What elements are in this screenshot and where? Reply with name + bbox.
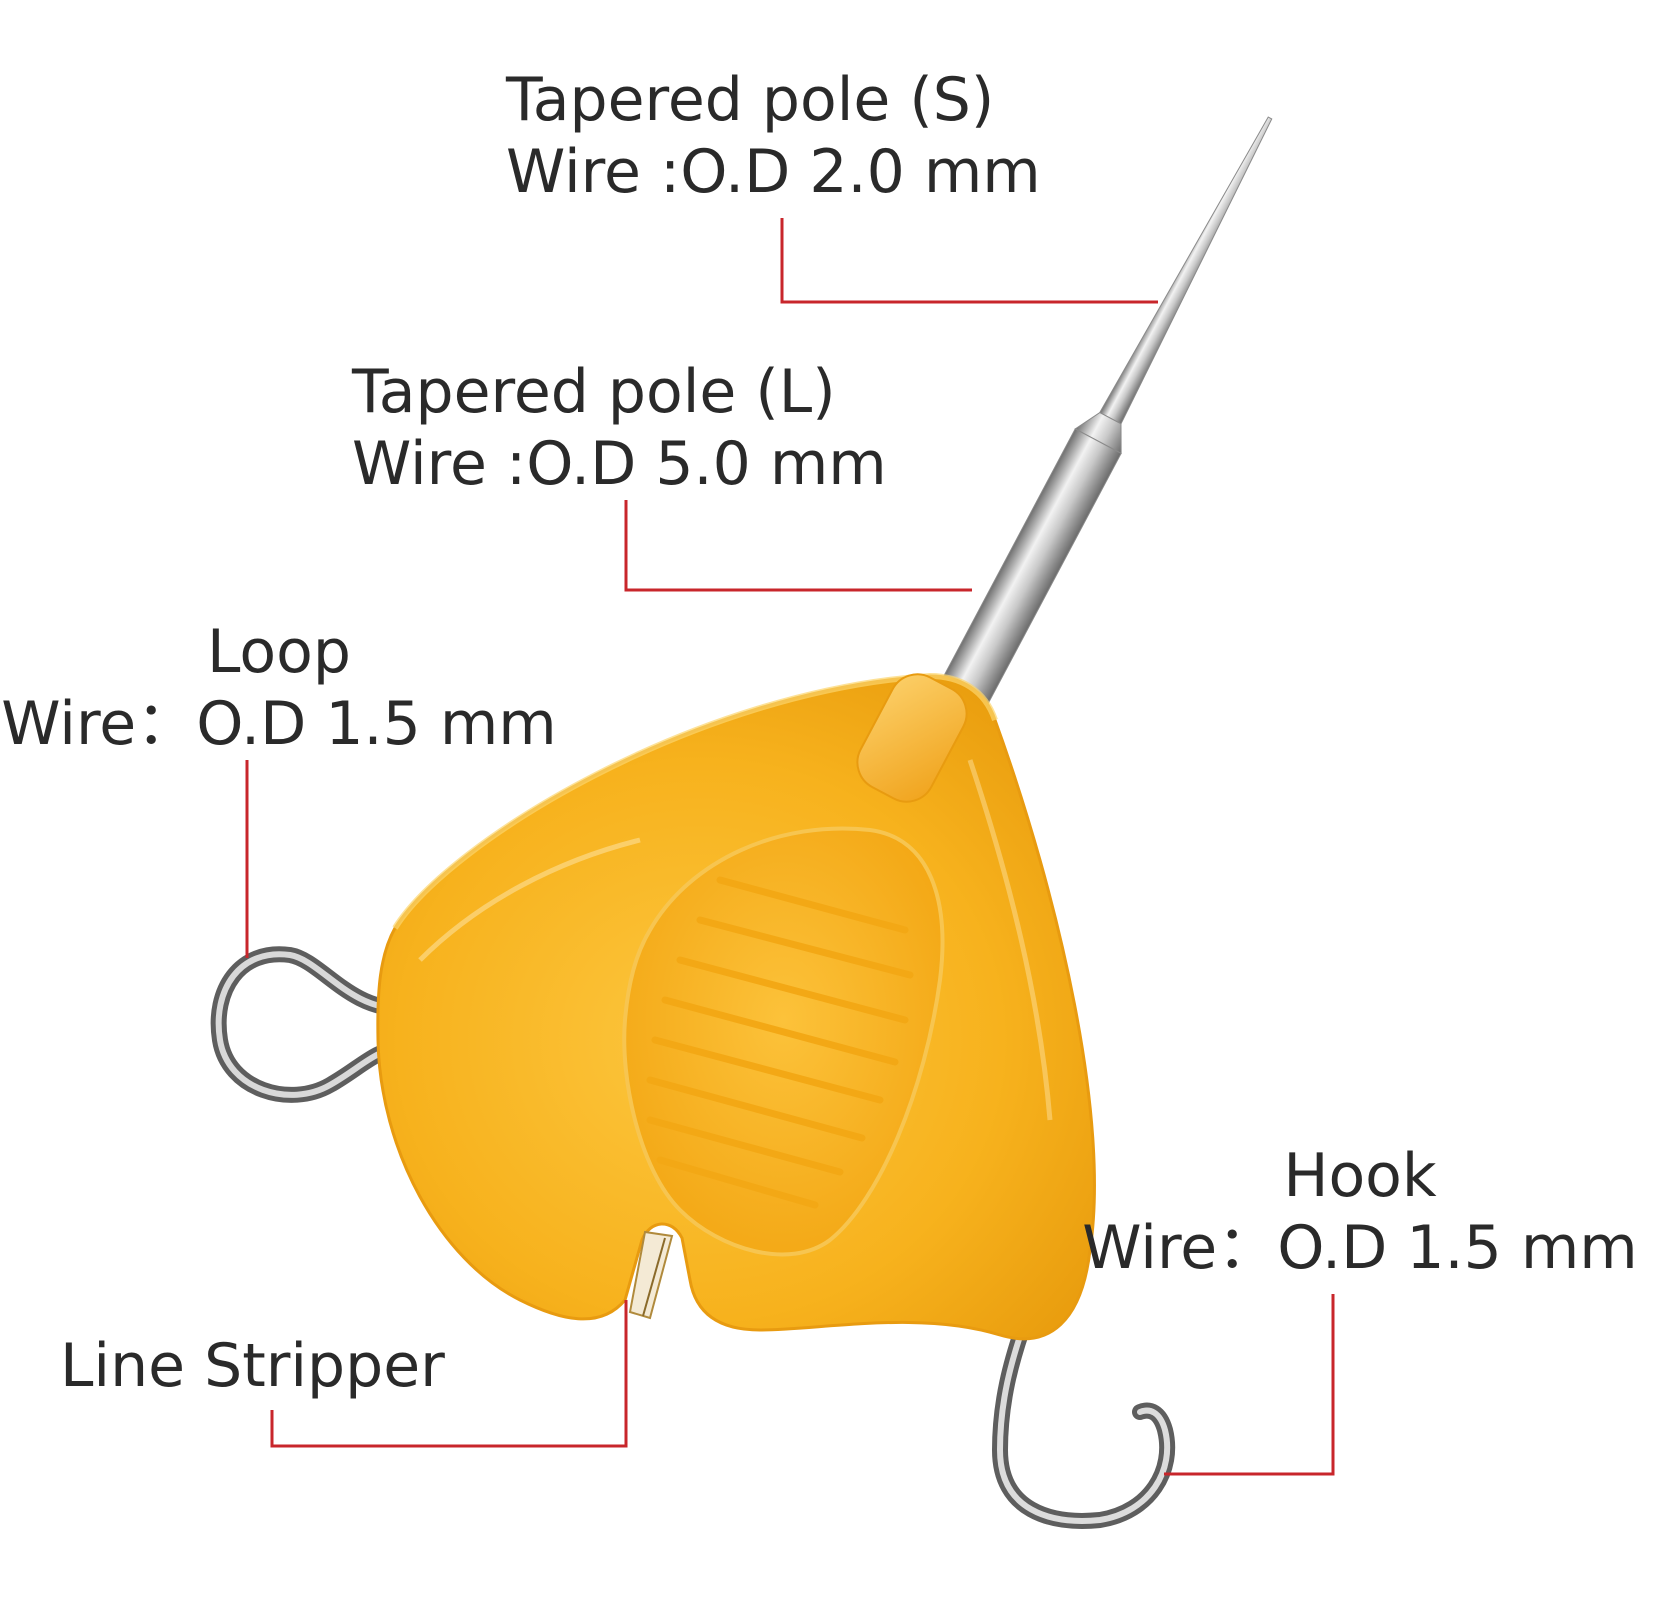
needle <box>933 116 1273 719</box>
callout-line-stripper: Line Stripper <box>60 1330 445 1402</box>
callout-tapered-pole-l: Tapered pole (L) Wire :O.D 5.0 mm <box>352 356 887 500</box>
callout-title: Loop <box>207 617 351 687</box>
grip-recess <box>622 826 945 1257</box>
grip-ridges <box>646 876 914 1209</box>
tool-diagram <box>210 116 1335 1529</box>
leader-line-pole-l <box>624 500 972 592</box>
leader-line-pole-s <box>780 218 1158 304</box>
tool-body <box>376 672 1096 1341</box>
leader-line-stripper <box>270 1300 628 1448</box>
callout-spec: Wire：O.D 1.5 mm <box>1082 1213 1638 1283</box>
tapered-pole-large <box>933 428 1122 719</box>
callout-spec: Wire :O.D 5.0 mm <box>352 429 887 499</box>
callout-hook: Hook Wire：O.D 1.5 mm <box>1050 1140 1670 1284</box>
callout-spec: Wire：O.D 1.5 mm <box>1 689 557 759</box>
leader-line-hook <box>1164 1294 1335 1476</box>
callout-tapered-pole-s: Tapered pole (S) Wire :O.D 2.0 mm <box>506 64 1041 208</box>
tapered-pole-small <box>1099 116 1273 425</box>
callout-title: Tapered pole (S) <box>506 65 995 135</box>
callout-title: Tapered pole (L) <box>352 357 836 427</box>
callout-loop: Loop Wire：O.D 1.5 mm <box>0 616 564 760</box>
callout-spec: Wire :O.D 2.0 mm <box>506 137 1041 207</box>
callout-title: Line Stripper <box>60 1331 445 1401</box>
hook-wire <box>991 1322 1176 1529</box>
callout-title: Hook <box>1283 1141 1437 1211</box>
needle-cap <box>856 673 968 803</box>
leader-lines <box>245 218 1335 1476</box>
stripper-blade <box>628 1230 674 1320</box>
loop-wire <box>210 946 408 1103</box>
